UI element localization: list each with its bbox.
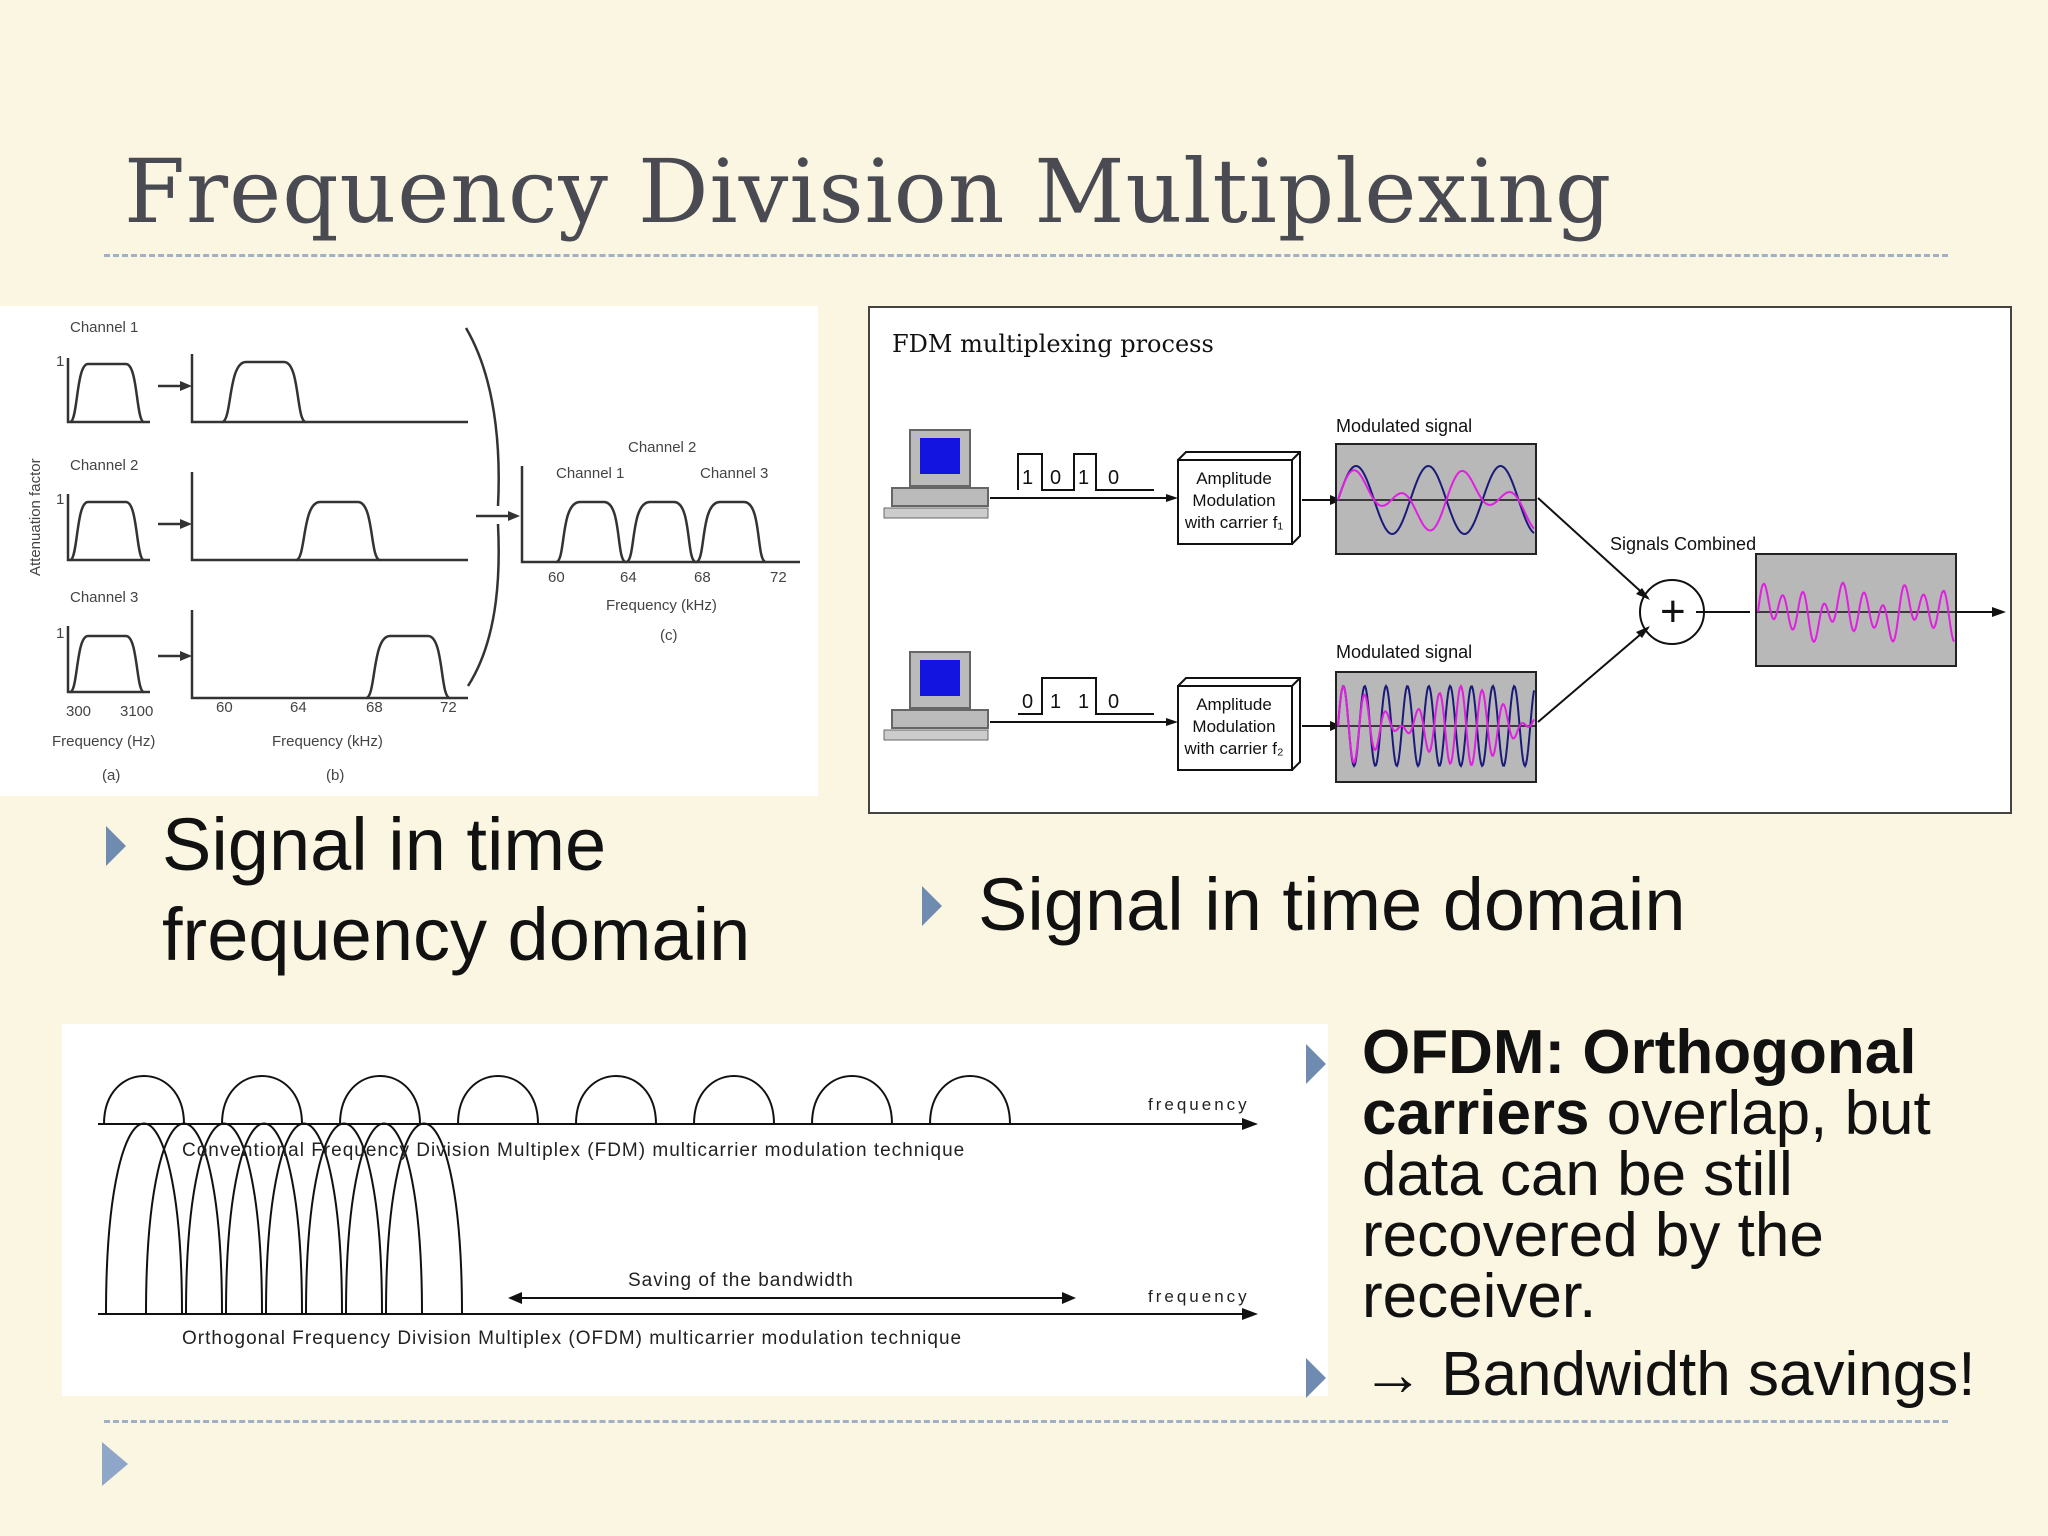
freq-khz-label-c: Frequency (kHz)	[606, 597, 717, 614]
am-box2-line2: Modulation	[1192, 717, 1275, 736]
tick-b-72: 72	[440, 699, 457, 716]
label-c: (c)	[660, 627, 678, 644]
channel1-label-c: Channel 1	[556, 465, 624, 482]
frequency-domain-figure: Channel 1 Channel 2 Channel 3 1 1 1 Atte…	[0, 306, 818, 796]
bit-1-4: 0	[1108, 467, 1119, 489]
fdm-subcarriers	[103, 1075, 1011, 1125]
subcarrier-arc	[105, 1122, 183, 1315]
bandwidth-savings-text: → Bandwidth savings!	[1362, 1340, 1976, 1409]
frequency-axis-label-fdm: frequency	[1148, 1095, 1250, 1114]
bit-2-3: 1	[1078, 691, 1089, 713]
tick-c-68: 68	[694, 569, 711, 586]
subcarrier-arc	[575, 1075, 657, 1125]
combined-signal-scope	[1755, 553, 1957, 667]
tick-one-b: 1	[56, 491, 64, 508]
tick-one-c: 1	[56, 625, 64, 642]
bullet-arrow-icon	[1306, 1358, 1326, 1398]
am-box1-line1: Amplitude	[1196, 469, 1272, 488]
modulated-wave-2	[1337, 684, 1535, 767]
ofdm-explanation: OFDM: Orthogonal carriers overlap, but d…	[1362, 1022, 2022, 1328]
freq-khz-label-b: Frequency (kHz)	[272, 733, 383, 750]
tick-300: 300	[66, 703, 91, 720]
computer-icon	[883, 429, 989, 519]
tick-3100: 3100	[120, 703, 153, 720]
footer-arrow-icon	[102, 1442, 128, 1486]
tick-c-60: 60	[548, 569, 565, 586]
bullet-arrow-icon	[1306, 1044, 1326, 1084]
plus-sign: +	[1660, 587, 1686, 636]
slide-title: Frequency Division Multiplexing	[124, 140, 1613, 243]
channel3-label: Channel 3	[70, 589, 138, 606]
bullet-arrow-icon	[922, 886, 942, 926]
time-domain-figure: FDM multiplexing process	[868, 306, 2012, 814]
channel2-label: Channel 2	[70, 457, 138, 474]
subcarrier-arc	[339, 1075, 421, 1125]
channel3-label-c: Channel 3	[700, 465, 768, 482]
bullet-frequency-line2: frequency domain	[162, 893, 751, 976]
subcarrier-arc	[457, 1075, 539, 1125]
footer-divider	[104, 1420, 1948, 1423]
bullet-arrow-icon	[106, 826, 126, 866]
tick-c-72: 72	[770, 569, 787, 586]
tick-b-68: 68	[366, 699, 383, 716]
tick-c-64: 64	[620, 569, 637, 586]
subcarrier-arc	[221, 1075, 303, 1125]
bit-1-2: 0	[1050, 467, 1061, 489]
bullet-frequency-line1: Signal in time	[162, 803, 607, 886]
modulated-signal-label-1: Modulated signal	[1336, 416, 1472, 436]
am-box1-line3: with carrier f₁	[1184, 513, 1284, 532]
bit-1-1: 1	[1022, 467, 1033, 489]
computer-icon	[883, 651, 989, 741]
y-axis-label: Attenuation factor	[27, 458, 44, 576]
am-box2-line3: with carrier f₂	[1183, 739, 1283, 758]
tick-b-60: 60	[216, 699, 233, 716]
ofdm-bold-text: OFDM: Orthogonal carriers	[1362, 1018, 1917, 1148]
fdm-process-heading: FDM multiplexing process	[892, 330, 1214, 358]
modulated-wave-1	[1337, 469, 1535, 532]
label-b: (b)	[326, 767, 344, 784]
carrier-wave-1	[1337, 464, 1535, 536]
channel2-label-c: Channel 2	[628, 439, 696, 456]
signals-combined-label: Signals Combined	[1610, 534, 1756, 554]
modulated-signal-scope-1	[1335, 443, 1537, 555]
bit-1-3: 1	[1078, 467, 1089, 489]
bullet-time-domain: Signal in time domain	[978, 863, 1686, 946]
fdm-caption: Conventional Frequency Division Multiple…	[182, 1140, 965, 1161]
bit-2-1: 0	[1022, 691, 1033, 713]
label-a: (a)	[102, 767, 120, 784]
subcarrier-arc	[929, 1075, 1011, 1125]
subcarrier-arc	[103, 1075, 185, 1125]
title-divider	[104, 254, 1948, 257]
bit-2-4: 0	[1108, 691, 1119, 713]
channel1-label: Channel 1	[70, 319, 138, 336]
bullet-frequency-domain: Signal in time frequency domain	[162, 800, 750, 980]
subcarrier-arc	[693, 1075, 775, 1125]
am-box1-line2: Modulation	[1192, 491, 1275, 510]
modulated-signal-label-2: Modulated signal	[1336, 642, 1472, 662]
ofdm-rest-text: overlap, but data can be still recovered…	[1362, 1079, 1931, 1331]
ofdm-comparison-figure: frequency frequency Conventional Frequen…	[62, 1024, 1328, 1396]
frequency-axis-label-ofdm: frequency	[1148, 1287, 1250, 1306]
bit-2-2: 1	[1050, 691, 1061, 713]
subcarrier-arc	[811, 1075, 893, 1125]
tick-b-64: 64	[290, 699, 307, 716]
ofdm-caption: Orthogonal Frequency Division Multiplex …	[182, 1328, 962, 1349]
combined-wave	[1757, 581, 1955, 644]
am-box2-line1: Amplitude	[1196, 695, 1272, 714]
freq-hz-label: Frequency (Hz)	[52, 733, 155, 750]
saving-bandwidth-label: Saving of the bandwidth	[628, 1270, 854, 1291]
tick-one-a: 1	[56, 353, 64, 370]
